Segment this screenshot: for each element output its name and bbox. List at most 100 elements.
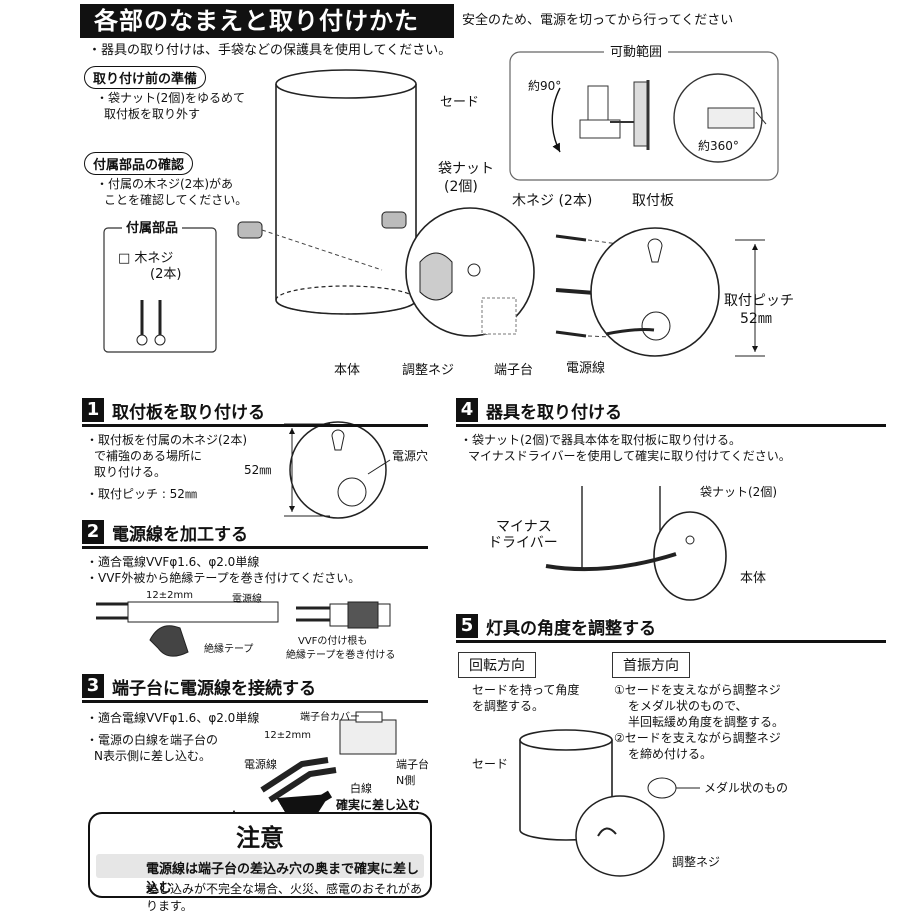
step4-drawing [545, 486, 727, 601]
step3-header: 3 端子台に電源線を接続する [82, 674, 428, 703]
step3-rule [82, 700, 428, 703]
tilt-line-5: を締め付ける。 [628, 747, 713, 761]
check-line-2: ことを確認してください。 [104, 193, 248, 207]
wood-screw-icons [136, 300, 166, 346]
caution-box: 注意 電源線は端子台の差込み穴の奥まで確実に差し込む 差し込みが不完全な場合、火… [88, 812, 432, 913]
step4-body-label: 本体 [740, 571, 767, 586]
check-line-1: ・付属の木ネジ(2本)があ [96, 177, 233, 191]
step3-line-3: N表示側に差し込む。 [94, 749, 211, 763]
step1-rule [82, 424, 428, 427]
step2-number: 2 [82, 520, 104, 544]
step2-line-1: ・適合電線VVFφ1.6、φ2.0単線 [86, 555, 260, 569]
tilt-direction-label: 首振方向 [612, 652, 690, 678]
wood-screw-label: 木ネジ (2本) [512, 193, 593, 209]
rotate-range-diagram [673, 73, 767, 163]
step5-medal-label: メダル状のもの [704, 781, 789, 795]
step1-hole-label: 電源穴 [392, 449, 429, 463]
tilt-range-diagram [551, 80, 650, 153]
step2-tape-label: 絶縁テープ [204, 644, 254, 655]
terminal-label: 端子台 [494, 363, 534, 378]
step2-wire-label: 電源線 [232, 594, 262, 605]
shade-label: セード [440, 95, 480, 110]
step5-header: 5 灯具の角度を調整する [456, 614, 886, 643]
step4-line-2: マイナスドライバーを使用して確実に取り付けてください。 [468, 449, 791, 463]
prep-line-2: 取付板を取り外す [104, 107, 201, 121]
step2-rule [82, 546, 428, 549]
step3-line-2: ・電源の白線を端子台の [86, 733, 219, 747]
fixture-body [405, 207, 535, 337]
parts-label: 付属部品 [122, 220, 183, 237]
cap-nut-count: (2個) [444, 179, 478, 195]
mount-plate-label: 取付板 [632, 193, 674, 209]
step4-number: 4 [456, 398, 478, 422]
step2-wire-drawing [96, 601, 391, 657]
rotate-direction-label: 回転方向 [458, 652, 536, 678]
step4-line-1: ・袋ナット(2個)で器具本体を取付板に取り付ける。 [460, 433, 742, 447]
gloves-note: ・器具の取り付けは、手袋などの保護具を使用してください。 [88, 43, 452, 58]
pitch-dimension [735, 239, 765, 357]
step3-title: 端子台に電源線を接続する [112, 679, 316, 699]
step4-driver-label-1: マイナス [496, 519, 552, 535]
movable-range-label: 可動範囲 [604, 44, 669, 61]
pitch-value: 52㎜ [740, 311, 772, 327]
prep-label: 取り付け前の準備 [84, 66, 207, 89]
step3-terminal-label: 端子台 [396, 758, 429, 771]
step3-number: 3 [82, 674, 104, 698]
step1-plate [284, 421, 391, 519]
step5-screw-label: 調整ネジ [672, 855, 721, 869]
check-label: 付属部品の確認 [84, 152, 194, 175]
tilt-line-4: ②セードを支えながら調整ネジ [614, 731, 781, 745]
step3-terminal-drawing [260, 711, 397, 840]
step4-header: 4 器具を取り付ける [456, 398, 886, 427]
step1-line-2: で補強のある場所に [94, 449, 203, 463]
step2-strip-length: 12±2mm [146, 590, 193, 601]
step5-shade-label: セード [472, 757, 509, 771]
tilt-line-1: ①セードを支えながら調整ネジ [614, 683, 781, 697]
caution-sub-text: 差し込みが不完全な場合、火災、感電のおそれがあります。 [146, 882, 423, 913]
step1-header: 1 取付板を取り付ける [82, 398, 428, 427]
caution-title: 注意 [236, 824, 284, 852]
step2-line-2: ・VVF外被から絶縁テープを巻き付けてください。 [86, 571, 361, 585]
step1-dimension: 52㎜ [244, 463, 272, 477]
tilt-90-label: 約90° [528, 79, 562, 93]
step5-title: 灯具の角度を調整する [486, 619, 656, 639]
cap-nut-label: 袋ナット [438, 161, 494, 177]
caution-main-text: 電源線は端子台の差込み穴の奥まで確実に差し込む [146, 862, 420, 896]
step1-number: 1 [82, 398, 104, 422]
tilt-line-3: 半回転緩め角度を調整する。 [628, 715, 785, 729]
step2-base-note-1: VVFの付け根も [298, 636, 368, 647]
fixture-shade [275, 69, 417, 315]
step3-line-1: ・適合電線VVFφ1.6、φ2.0単線 [86, 711, 260, 725]
step3-cover-label: 端子台カバー [300, 712, 360, 723]
adjust-screw-label: 調整ネジ [402, 363, 455, 378]
step5-number: 5 [456, 614, 478, 638]
parts-count: (2本) [150, 267, 182, 282]
step1-line-3: 取り付ける。 [94, 465, 167, 479]
step3-white-wire-label: 白線 [350, 782, 372, 795]
rotate-360-label: 約360° [698, 139, 739, 153]
body-label: 本体 [334, 363, 361, 378]
tilt-line-2: をメダル状のもので、 [628, 699, 748, 713]
step3-insert-label: 確実に差し込む [336, 798, 421, 812]
prep-line-1: ・袋ナット(2個)をゆるめて [96, 91, 245, 105]
step4-rule [456, 424, 886, 427]
step5-drawing [519, 729, 700, 877]
safety-note: 安全のため、電源を切ってから行ってください [462, 13, 734, 28]
step1-line-4: ・取付ピッチ : 52㎜ [86, 487, 197, 501]
step2-title: 電源線を加工する [112, 525, 248, 545]
step3-wire-label: 電源線 [244, 758, 277, 771]
step5-rule [456, 640, 886, 643]
mounting-plate [590, 227, 720, 357]
step3-n-side-label: N側 [396, 774, 416, 787]
step1-line-1: ・取付板を付属の木ネジ(2本) [86, 433, 247, 447]
step1-title: 取付板を取り付ける [112, 403, 265, 423]
power-wire-label: 電源線 [566, 361, 606, 376]
step4-title: 器具を取り付ける [486, 403, 622, 423]
step2-header: 2 電源線を加工する [82, 520, 428, 549]
pitch-label: 取付ピッチ [724, 293, 794, 309]
step2-base-note-2: 絶縁テープを巻き付ける [286, 650, 396, 661]
parts-item: □ 木ネジ [118, 251, 174, 266]
caution-band [96, 854, 424, 878]
step4-driver-label-2: ドライバー [488, 535, 558, 551]
rotate-line-1: セードを持って角度 [472, 683, 580, 697]
